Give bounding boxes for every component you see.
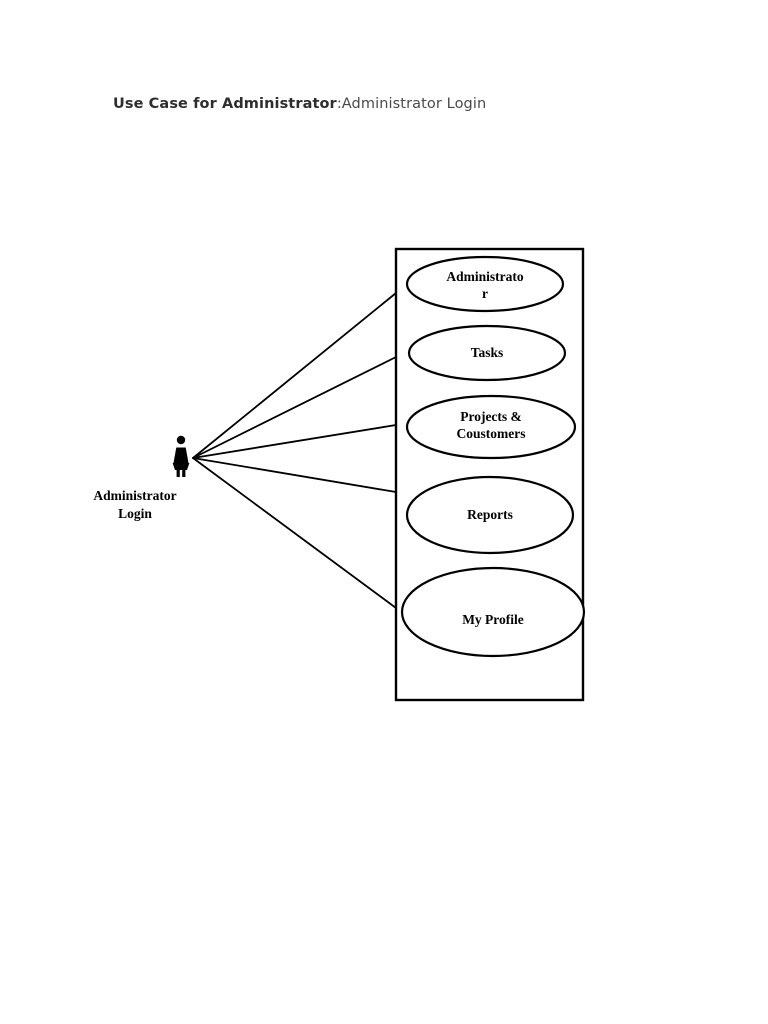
- use-case-administrator[interactable]: [405, 255, 565, 313]
- use-case-label-projects-customers: Projects & Coustomers: [456, 409, 526, 441]
- association-line-administrator: [192, 292, 397, 459]
- use-case-reports[interactable]: [405, 475, 575, 555]
- association-line-projects-customers: [192, 424, 397, 459]
- use-case-ellipses: [400, 255, 586, 658]
- actor-stick-figure-icon[interactable]: [172, 435, 190, 477]
- association-line-tasks: [192, 356, 397, 459]
- association-lines: [192, 292, 397, 609]
- page-title: Use Case for Administrator:Administrator…: [113, 96, 486, 112]
- use-case-label-reports: Reports: [467, 507, 513, 522]
- actor-label: Administrator Login: [93, 488, 177, 521]
- use-case-projects-customers[interactable]: [405, 394, 577, 460]
- use-case-label-my-profile: My Profile: [462, 612, 524, 627]
- association-line-reports: [192, 457, 397, 493]
- use-case-label-tasks: Tasks: [470, 345, 504, 360]
- page-title-rest: :Administrator Login: [336, 96, 487, 112]
- association-line-my-profile: [192, 457, 397, 609]
- use-case-label-administrator: Administrato r: [446, 269, 524, 301]
- page-title-bold: Use Case for Administrator: [113, 96, 337, 112]
- use-case-tasks[interactable]: [407, 324, 567, 382]
- use-case-my-profile[interactable]: [400, 566, 586, 658]
